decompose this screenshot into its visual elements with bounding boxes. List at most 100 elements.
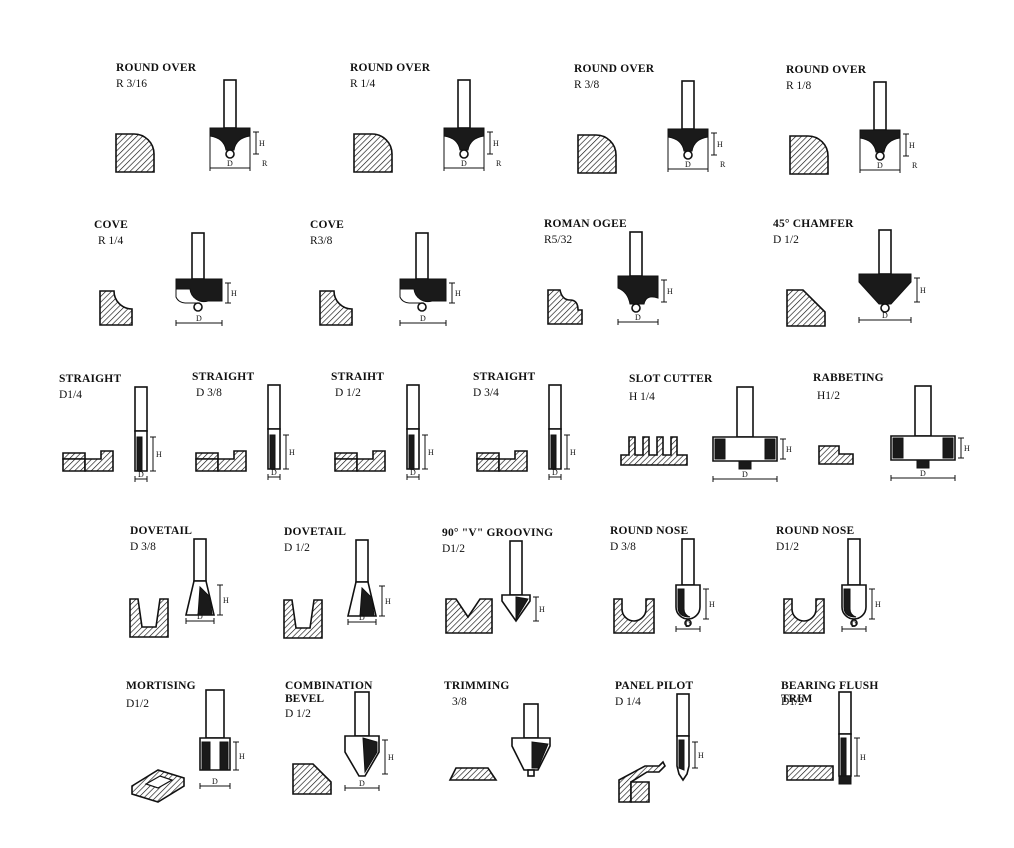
router-bit-drawing bbox=[511, 703, 551, 777]
svg-text:H: H bbox=[385, 597, 391, 606]
svg-text:D: D bbox=[271, 468, 277, 477]
svg-text:D: D bbox=[420, 314, 426, 323]
svg-text:D: D bbox=[461, 159, 467, 168]
svg-text:D: D bbox=[635, 313, 641, 322]
svg-text:D: D bbox=[197, 612, 203, 621]
workpiece-profile bbox=[789, 135, 829, 175]
router-bit-drawing: DH bbox=[134, 386, 162, 482]
bit-size: D 3/4 bbox=[473, 387, 499, 399]
svg-text:D: D bbox=[196, 314, 202, 323]
svg-text:D: D bbox=[410, 468, 416, 477]
svg-text:H: H bbox=[539, 605, 545, 614]
svg-text:H: H bbox=[698, 751, 704, 760]
workpiece-profile bbox=[292, 763, 332, 795]
bit-name: ROUND OVER bbox=[350, 62, 431, 74]
svg-text:H: H bbox=[223, 596, 229, 605]
workpiece-profile bbox=[818, 445, 854, 465]
bit-name: 90° "V" GROOVING bbox=[442, 527, 554, 539]
router-bit-drawing: H bbox=[838, 691, 866, 785]
router-bit-drawing: DH bbox=[548, 384, 576, 480]
bit-size: D 3/8 bbox=[610, 541, 636, 553]
svg-text:D: D bbox=[227, 159, 233, 168]
bit-name: STRAIGHT bbox=[192, 371, 255, 383]
workpiece-profile bbox=[786, 289, 826, 327]
svg-text:H: H bbox=[289, 448, 295, 457]
bit-size: D1/2 bbox=[776, 541, 799, 553]
bit-size: D 1/4 bbox=[615, 696, 641, 708]
bit-name: ROUND OVER bbox=[786, 64, 867, 76]
workpiece-profile bbox=[195, 450, 247, 472]
svg-text:H: H bbox=[156, 450, 162, 459]
router-bit-drawing: H bbox=[676, 693, 704, 782]
router-bit-drawing: H bbox=[501, 540, 545, 623]
workpiece-profile bbox=[577, 134, 617, 174]
bit-name: ROUND NOSE bbox=[776, 525, 855, 537]
bit-name: COMBINATION bbox=[285, 680, 373, 692]
bit-name: MORTISING bbox=[126, 680, 196, 692]
bit-size: D1/2 bbox=[781, 696, 804, 708]
router-bit-drawing: DH bbox=[199, 689, 245, 789]
workpiece-profile bbox=[620, 436, 688, 466]
svg-text:D: D bbox=[212, 777, 218, 786]
bit-name: STRAIGHT bbox=[59, 373, 122, 385]
svg-text:R: R bbox=[720, 160, 726, 169]
bit-size: D 1/2 bbox=[285, 708, 311, 720]
workpiece-profile bbox=[319, 290, 353, 326]
svg-text:D: D bbox=[851, 620, 857, 629]
workpiece-profile bbox=[283, 599, 323, 639]
bit-name: STRAIGHT bbox=[473, 371, 536, 383]
workpiece-profile bbox=[448, 767, 498, 781]
bit-name: 45° CHAMFER bbox=[773, 218, 854, 230]
bit-size: D 1/2 bbox=[284, 542, 310, 554]
svg-text:D: D bbox=[877, 161, 883, 170]
svg-text:H: H bbox=[388, 753, 394, 762]
svg-text:H: H bbox=[259, 139, 265, 148]
svg-text:H: H bbox=[909, 141, 915, 150]
router-bit-drawing: DH bbox=[841, 538, 881, 632]
router-bit-drawing: DH bbox=[858, 229, 926, 323]
bit-size: H 1/4 bbox=[629, 391, 655, 403]
workpiece-profile bbox=[62, 450, 114, 472]
bit-size: R 1/4 bbox=[350, 78, 376, 90]
workpiece-profile bbox=[613, 598, 655, 634]
bit-name: COVE bbox=[310, 219, 345, 231]
bit-name: COVE bbox=[94, 219, 129, 231]
bit-name: RABBETING bbox=[813, 372, 884, 384]
svg-text:H: H bbox=[920, 286, 926, 295]
router-bit-drawing: DHR bbox=[667, 80, 726, 172]
svg-text:D: D bbox=[882, 311, 888, 320]
svg-text:H: H bbox=[239, 752, 245, 761]
bit-size: D1/2 bbox=[442, 543, 465, 555]
workpiece-profile bbox=[445, 598, 493, 634]
svg-text:R: R bbox=[262, 159, 268, 168]
bit-name: TRIMMING bbox=[444, 680, 510, 692]
router-bit-drawing: DH bbox=[675, 538, 715, 632]
workpiece-profile bbox=[353, 133, 393, 173]
router-bit-drawing: DH bbox=[712, 386, 792, 482]
bit-size: 3/8 bbox=[452, 696, 467, 708]
router-bit-drawing: D H R bbox=[209, 79, 268, 171]
bit-name: PANEL PILOT bbox=[615, 680, 694, 692]
bit-size: R 3/16 bbox=[116, 78, 147, 90]
router-bit-drawing: DHR bbox=[443, 79, 502, 171]
workpiece-profile bbox=[618, 760, 666, 803]
svg-text:H: H bbox=[786, 445, 792, 454]
svg-text:D: D bbox=[685, 160, 691, 169]
svg-text:D: D bbox=[552, 468, 558, 477]
router-bit-drawing: DH bbox=[617, 231, 673, 325]
svg-text:H: H bbox=[231, 289, 237, 298]
router-bit-drawing: DH bbox=[344, 691, 394, 791]
bit-size: H1/2 bbox=[817, 390, 840, 402]
bit-name-line2: BEVEL bbox=[285, 693, 324, 705]
router-bit-drawing: DH bbox=[399, 232, 461, 326]
bit-size: R 1/8 bbox=[786, 80, 812, 92]
svg-text:H: H bbox=[570, 448, 576, 457]
bit-size: D 3/8 bbox=[130, 541, 156, 553]
bit-size: R3/8 bbox=[310, 235, 333, 247]
bit-size: D1/2 bbox=[126, 698, 149, 710]
bit-size: D 1/2 bbox=[335, 387, 361, 399]
bit-name: SLOT CUTTER bbox=[629, 373, 713, 385]
svg-text:D: D bbox=[359, 613, 365, 622]
bit-name-line2: TRIM bbox=[781, 693, 813, 705]
